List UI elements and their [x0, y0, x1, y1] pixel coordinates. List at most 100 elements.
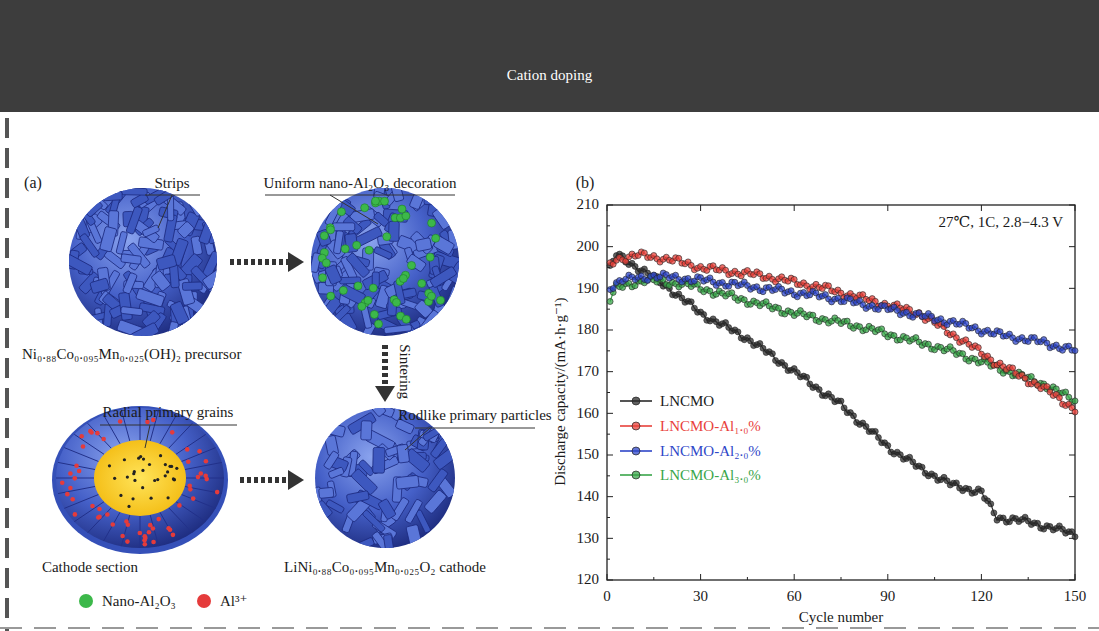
nano-dot — [358, 302, 366, 310]
grain-line — [185, 462, 222, 469]
y-tick — [1069, 246, 1075, 247]
panel-letter: (b) — [576, 174, 595, 192]
al-dot — [187, 483, 192, 488]
data-series — [607, 249, 1078, 415]
flake — [313, 500, 333, 520]
nano-dot — [427, 292, 435, 300]
legend-entry: Al³⁺ — [196, 592, 247, 610]
x-tick — [794, 205, 795, 211]
x-minor-tick — [1028, 577, 1029, 580]
core-dot — [126, 475, 129, 478]
flake — [118, 292, 132, 320]
x-tick — [887, 574, 888, 580]
flake — [170, 301, 189, 325]
panel-letter: (a) — [24, 174, 42, 192]
flake — [166, 321, 179, 345]
data-marker — [1044, 384, 1050, 390]
grain-line — [176, 434, 206, 454]
x-tick — [607, 205, 608, 211]
polyline-shape — [415, 428, 535, 429]
y-tick — [607, 455, 613, 456]
core-dot — [139, 455, 142, 458]
data-marker — [1072, 398, 1078, 404]
g-shape — [60, 418, 220, 547]
flake — [323, 451, 339, 470]
y-tick — [607, 371, 613, 372]
x-minor-tick — [934, 577, 935, 580]
legend-entry: LNCMO — [620, 393, 714, 410]
ellipse-shape — [52, 406, 228, 554]
al-dot — [110, 522, 115, 527]
y-tick — [607, 246, 613, 247]
data-marker — [1072, 534, 1078, 540]
data-series — [607, 274, 1078, 405]
grain-line — [169, 508, 193, 533]
flake — [373, 246, 392, 259]
flake — [130, 322, 160, 344]
nano-dot — [392, 299, 400, 307]
x-minor-tick — [747, 577, 748, 580]
data-marker — [735, 329, 741, 335]
nano-dot — [370, 310, 378, 318]
core-dot — [108, 464, 111, 467]
al-dot — [203, 474, 208, 479]
core-dot — [173, 478, 176, 481]
core-dot — [148, 463, 151, 466]
y-tick — [607, 538, 613, 539]
flake — [189, 200, 203, 217]
y-tick — [1069, 580, 1075, 581]
band-title: Cation doping — [507, 67, 592, 84]
flake — [358, 537, 375, 550]
al-dot — [147, 530, 152, 535]
circle-shape — [311, 188, 459, 336]
x-tick — [981, 205, 982, 211]
callout-label: Rodlike primary particles — [398, 407, 551, 424]
circle-shape — [315, 408, 455, 548]
legend-swatch — [78, 593, 94, 609]
y-tick — [1069, 455, 1075, 456]
nano-dot — [418, 279, 426, 287]
path-shape — [288, 252, 304, 272]
nano-dot — [399, 275, 407, 283]
data-marker — [988, 501, 994, 507]
x-tick — [607, 574, 608, 580]
y-tick — [607, 205, 613, 206]
al-dot — [68, 471, 73, 476]
al-dot — [197, 449, 202, 454]
data-marker — [975, 345, 981, 351]
flake — [384, 324, 412, 333]
flake — [396, 475, 419, 489]
legend-text: Al³⁺ — [220, 592, 247, 610]
grain-line — [169, 423, 193, 448]
title-band: Cation doping — [0, 0, 1099, 112]
nano-dot — [402, 315, 410, 323]
core-dot — [164, 463, 167, 466]
condition-note: 27℃, 1C, 2.8−4.3 V — [938, 214, 1063, 231]
flake — [325, 264, 342, 285]
flake — [198, 223, 214, 245]
callout-label: Cathode section — [42, 559, 138, 576]
grain-line — [181, 494, 215, 508]
data-marker — [1056, 395, 1062, 401]
x-minor-tick — [653, 577, 654, 580]
line-shape — [405, 428, 430, 450]
grain-line — [160, 512, 176, 541]
core-dot — [170, 465, 173, 468]
data-marker — [1022, 375, 1028, 381]
al-dot — [124, 519, 129, 524]
al-dot — [90, 504, 95, 509]
core-dot — [141, 486, 144, 489]
y-tick-label: 190 — [577, 280, 600, 297]
flake — [430, 266, 458, 288]
y-minor-tick — [607, 309, 610, 310]
nano-dot — [428, 219, 436, 227]
x-tick-label: 30 — [693, 588, 708, 605]
nano-dot — [327, 292, 335, 300]
y-tick — [607, 413, 613, 414]
core-dot — [153, 479, 156, 482]
flake — [122, 188, 148, 195]
y-tick — [1069, 330, 1075, 331]
al-dot — [151, 540, 156, 545]
swatch-marker — [632, 447, 640, 455]
y-minor-tick — [607, 392, 610, 393]
